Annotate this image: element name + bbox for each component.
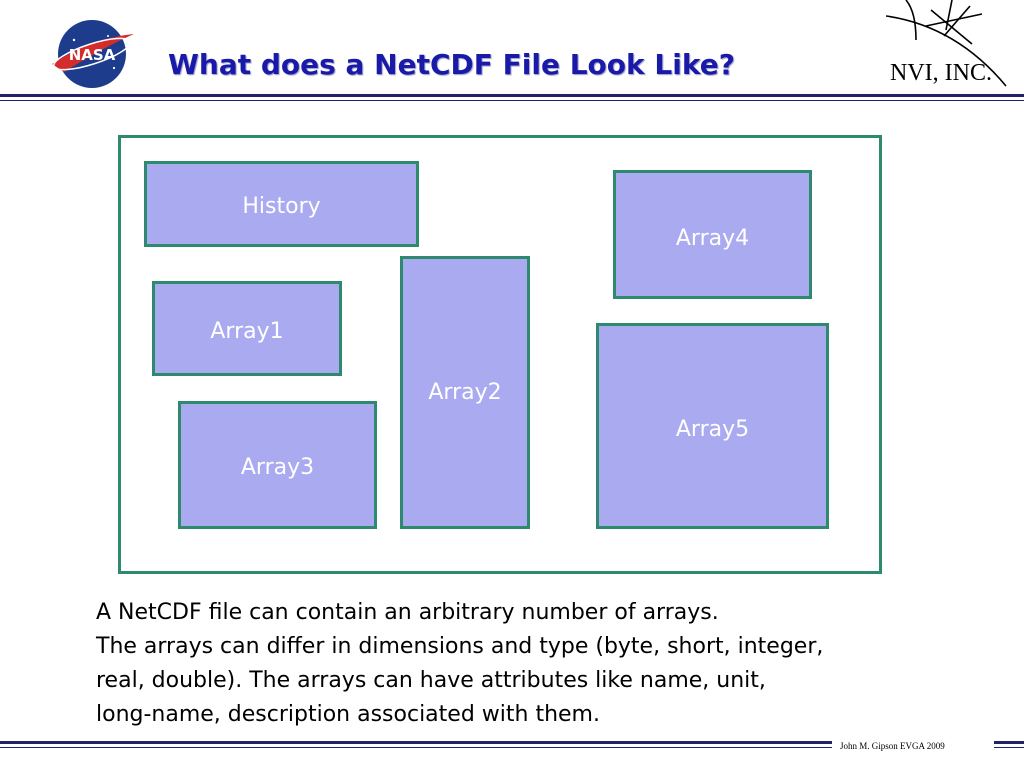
footer-divider xyxy=(0,741,832,744)
description-line-1: A NetCDF file can contain an arbitrary n… xyxy=(96,600,719,625)
array1-label: Array1 xyxy=(210,319,284,344)
description-line-2: The arrays can differ in dimensions and … xyxy=(96,634,824,659)
footer-credit: John M. Gipson EVGA 2009 xyxy=(840,741,945,751)
footer-divider-right xyxy=(994,741,1024,744)
array2-label: Array2 xyxy=(428,380,502,405)
description-line-3: real, double). The arrays can have attri… xyxy=(96,668,766,693)
header-divider-thin xyxy=(0,100,1024,101)
array1-box: Array1 xyxy=(152,281,342,376)
slide-title: What does a NetCDF File Look Like? xyxy=(168,48,735,81)
nvi-logo-text: NVI, INC. xyxy=(890,60,992,86)
nvi-star-logo: NVI, INC. xyxy=(886,0,1007,87)
array4-label: Array4 xyxy=(675,226,750,251)
array5-box: Array5 xyxy=(596,323,829,529)
array3-box: Array3 xyxy=(178,401,377,529)
nasa-logo-text: NASA xyxy=(69,46,116,64)
array4-box: Array4 xyxy=(613,170,812,299)
array5-label: Array5 xyxy=(675,417,750,442)
description-line-4: long-name, description associated with t… xyxy=(96,702,600,727)
history-label: History xyxy=(242,194,321,219)
history-box: History xyxy=(144,161,419,247)
nasa-logo: NASA xyxy=(52,20,134,88)
array2-box: Array2 xyxy=(400,256,530,529)
footer-divider-thin xyxy=(0,747,832,748)
footer-divider-right-thin xyxy=(994,747,1024,748)
header-divider xyxy=(0,94,1024,97)
description-text: A NetCDF file can contain an arbitrary n… xyxy=(96,596,956,732)
array3-label: Array3 xyxy=(240,455,315,480)
